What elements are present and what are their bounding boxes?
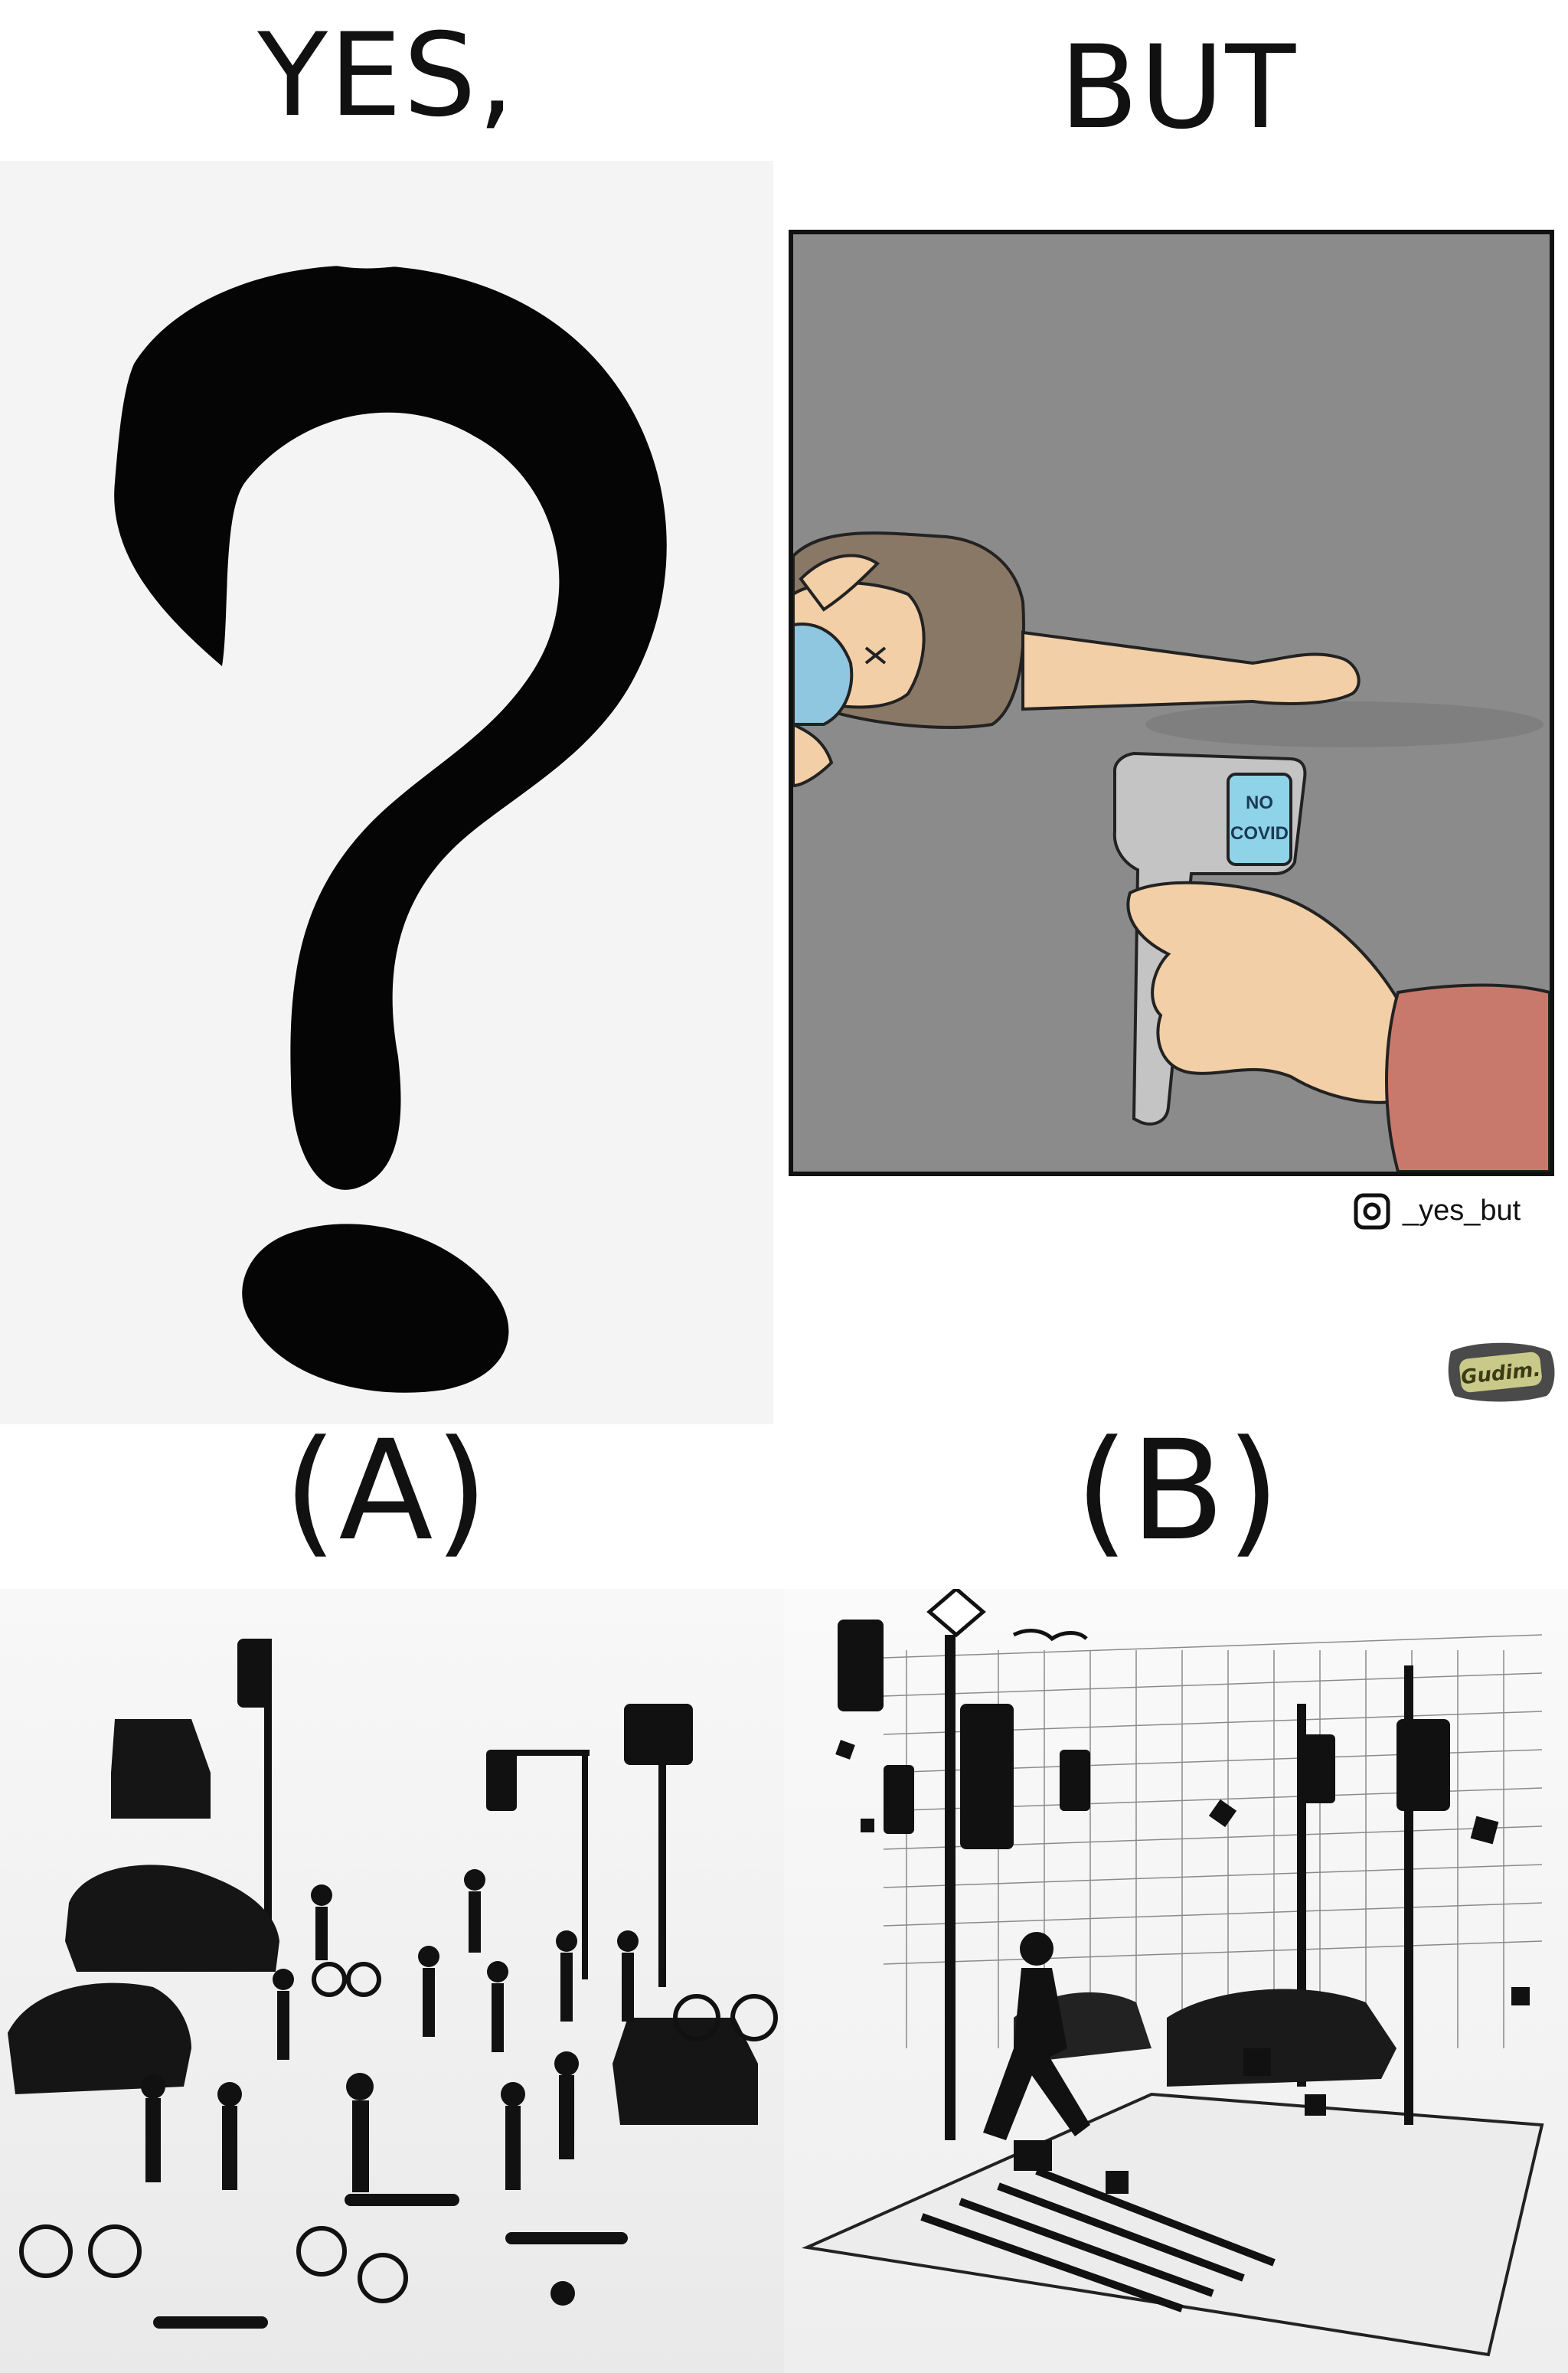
- heading-but: BUT: [1059, 21, 1298, 155]
- comic-frame: NO COVID: [789, 230, 1554, 1176]
- thermometer-line1: NO: [1246, 793, 1273, 813]
- arrow-sign-icon: [926, 1589, 986, 1638]
- option-a-label: (A): [283, 1411, 490, 1571]
- traffic-collapse-illustration: [801, 1589, 1544, 2357]
- comic-illustration: NO COVID: [792, 531, 1551, 1173]
- option-b-label: (B): [1075, 1411, 1282, 1571]
- artist-badge: Gudim.: [1448, 1342, 1555, 1402]
- instagram-icon: [1354, 1193, 1390, 1230]
- option-b-image: [784, 1589, 1568, 2373]
- thermometer-line2: COVID: [1230, 823, 1289, 844]
- traffic-scene-illustration: [8, 1639, 778, 2329]
- question-mark-panel: [0, 161, 773, 1424]
- option-a-image: [0, 1589, 784, 2373]
- heading-yes: YES,: [257, 9, 516, 142]
- question-mark-icon: [114, 254, 667, 1393]
- credit-handle: _yes_but: [1403, 1195, 1521, 1227]
- comic-panel: NO COVID: [781, 161, 1568, 1424]
